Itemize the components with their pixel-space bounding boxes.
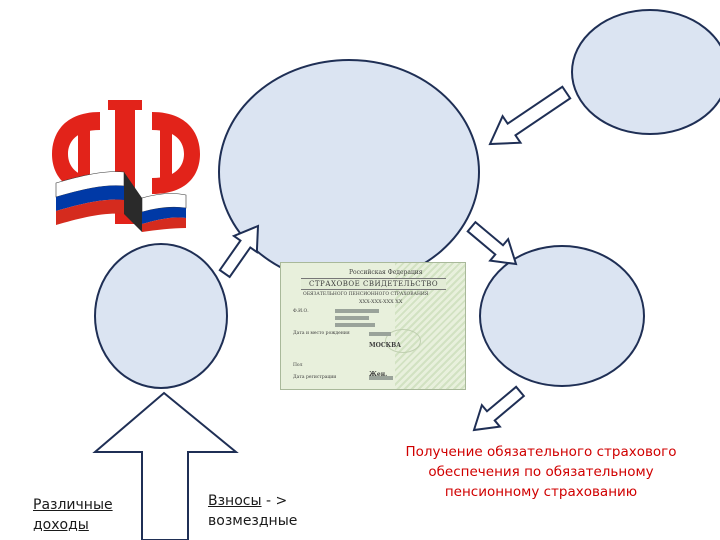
insurance-certificate: Российская Федерация СТРАХОВОЕ СВИДЕТЕЛЬ… bbox=[280, 262, 466, 390]
contributions-line2: возмездные bbox=[208, 513, 297, 529]
incomes-label-line2: доходы bbox=[33, 517, 89, 533]
pension-result-label: Получение обязательного страхового обесп… bbox=[386, 442, 696, 502]
certificate-field-name: Ф.И.О. bbox=[293, 309, 309, 314]
redacted-line bbox=[335, 323, 375, 327]
certificate-title: СТРАХОВОЕ СВИДЕТЕЛЬСТВО bbox=[301, 278, 446, 290]
certificate-number: XXX-XXX-XXX XX bbox=[359, 299, 402, 305]
redacted-line bbox=[335, 316, 369, 320]
redacted-line bbox=[335, 309, 379, 313]
certificate-field-reg: Дата регистрации bbox=[293, 375, 336, 380]
right-ellipse bbox=[480, 246, 644, 386]
contributions-word: Взносы bbox=[208, 493, 262, 509]
arrow-to-center bbox=[481, 79, 575, 157]
certificate-field-birth: Дата и место рождения bbox=[293, 331, 350, 336]
incomes-label-line1: Различные bbox=[33, 497, 113, 513]
certificate-field-sex: Пол bbox=[293, 363, 303, 368]
central-ellipse bbox=[219, 60, 479, 284]
contributions-label: Взносы - > возмездные bbox=[208, 491, 297, 531]
certificate-city: МОСКВА bbox=[369, 342, 401, 349]
redacted-line bbox=[369, 376, 393, 380]
top-right-ellipse bbox=[572, 10, 720, 134]
certificate-country: Российская Федерация bbox=[349, 269, 423, 276]
redacted-line bbox=[369, 332, 391, 336]
certificate-subtitle: ОБЯЗАТЕЛЬНОГО ПЕНСИОННОГО СТРАХОВАНИЯ bbox=[303, 292, 428, 297]
arrow-right-to-result bbox=[465, 381, 529, 441]
contributions-arrow-text: - > bbox=[262, 493, 288, 509]
incomes-label: Различные доходы bbox=[33, 495, 113, 535]
left-ellipse bbox=[95, 244, 227, 388]
